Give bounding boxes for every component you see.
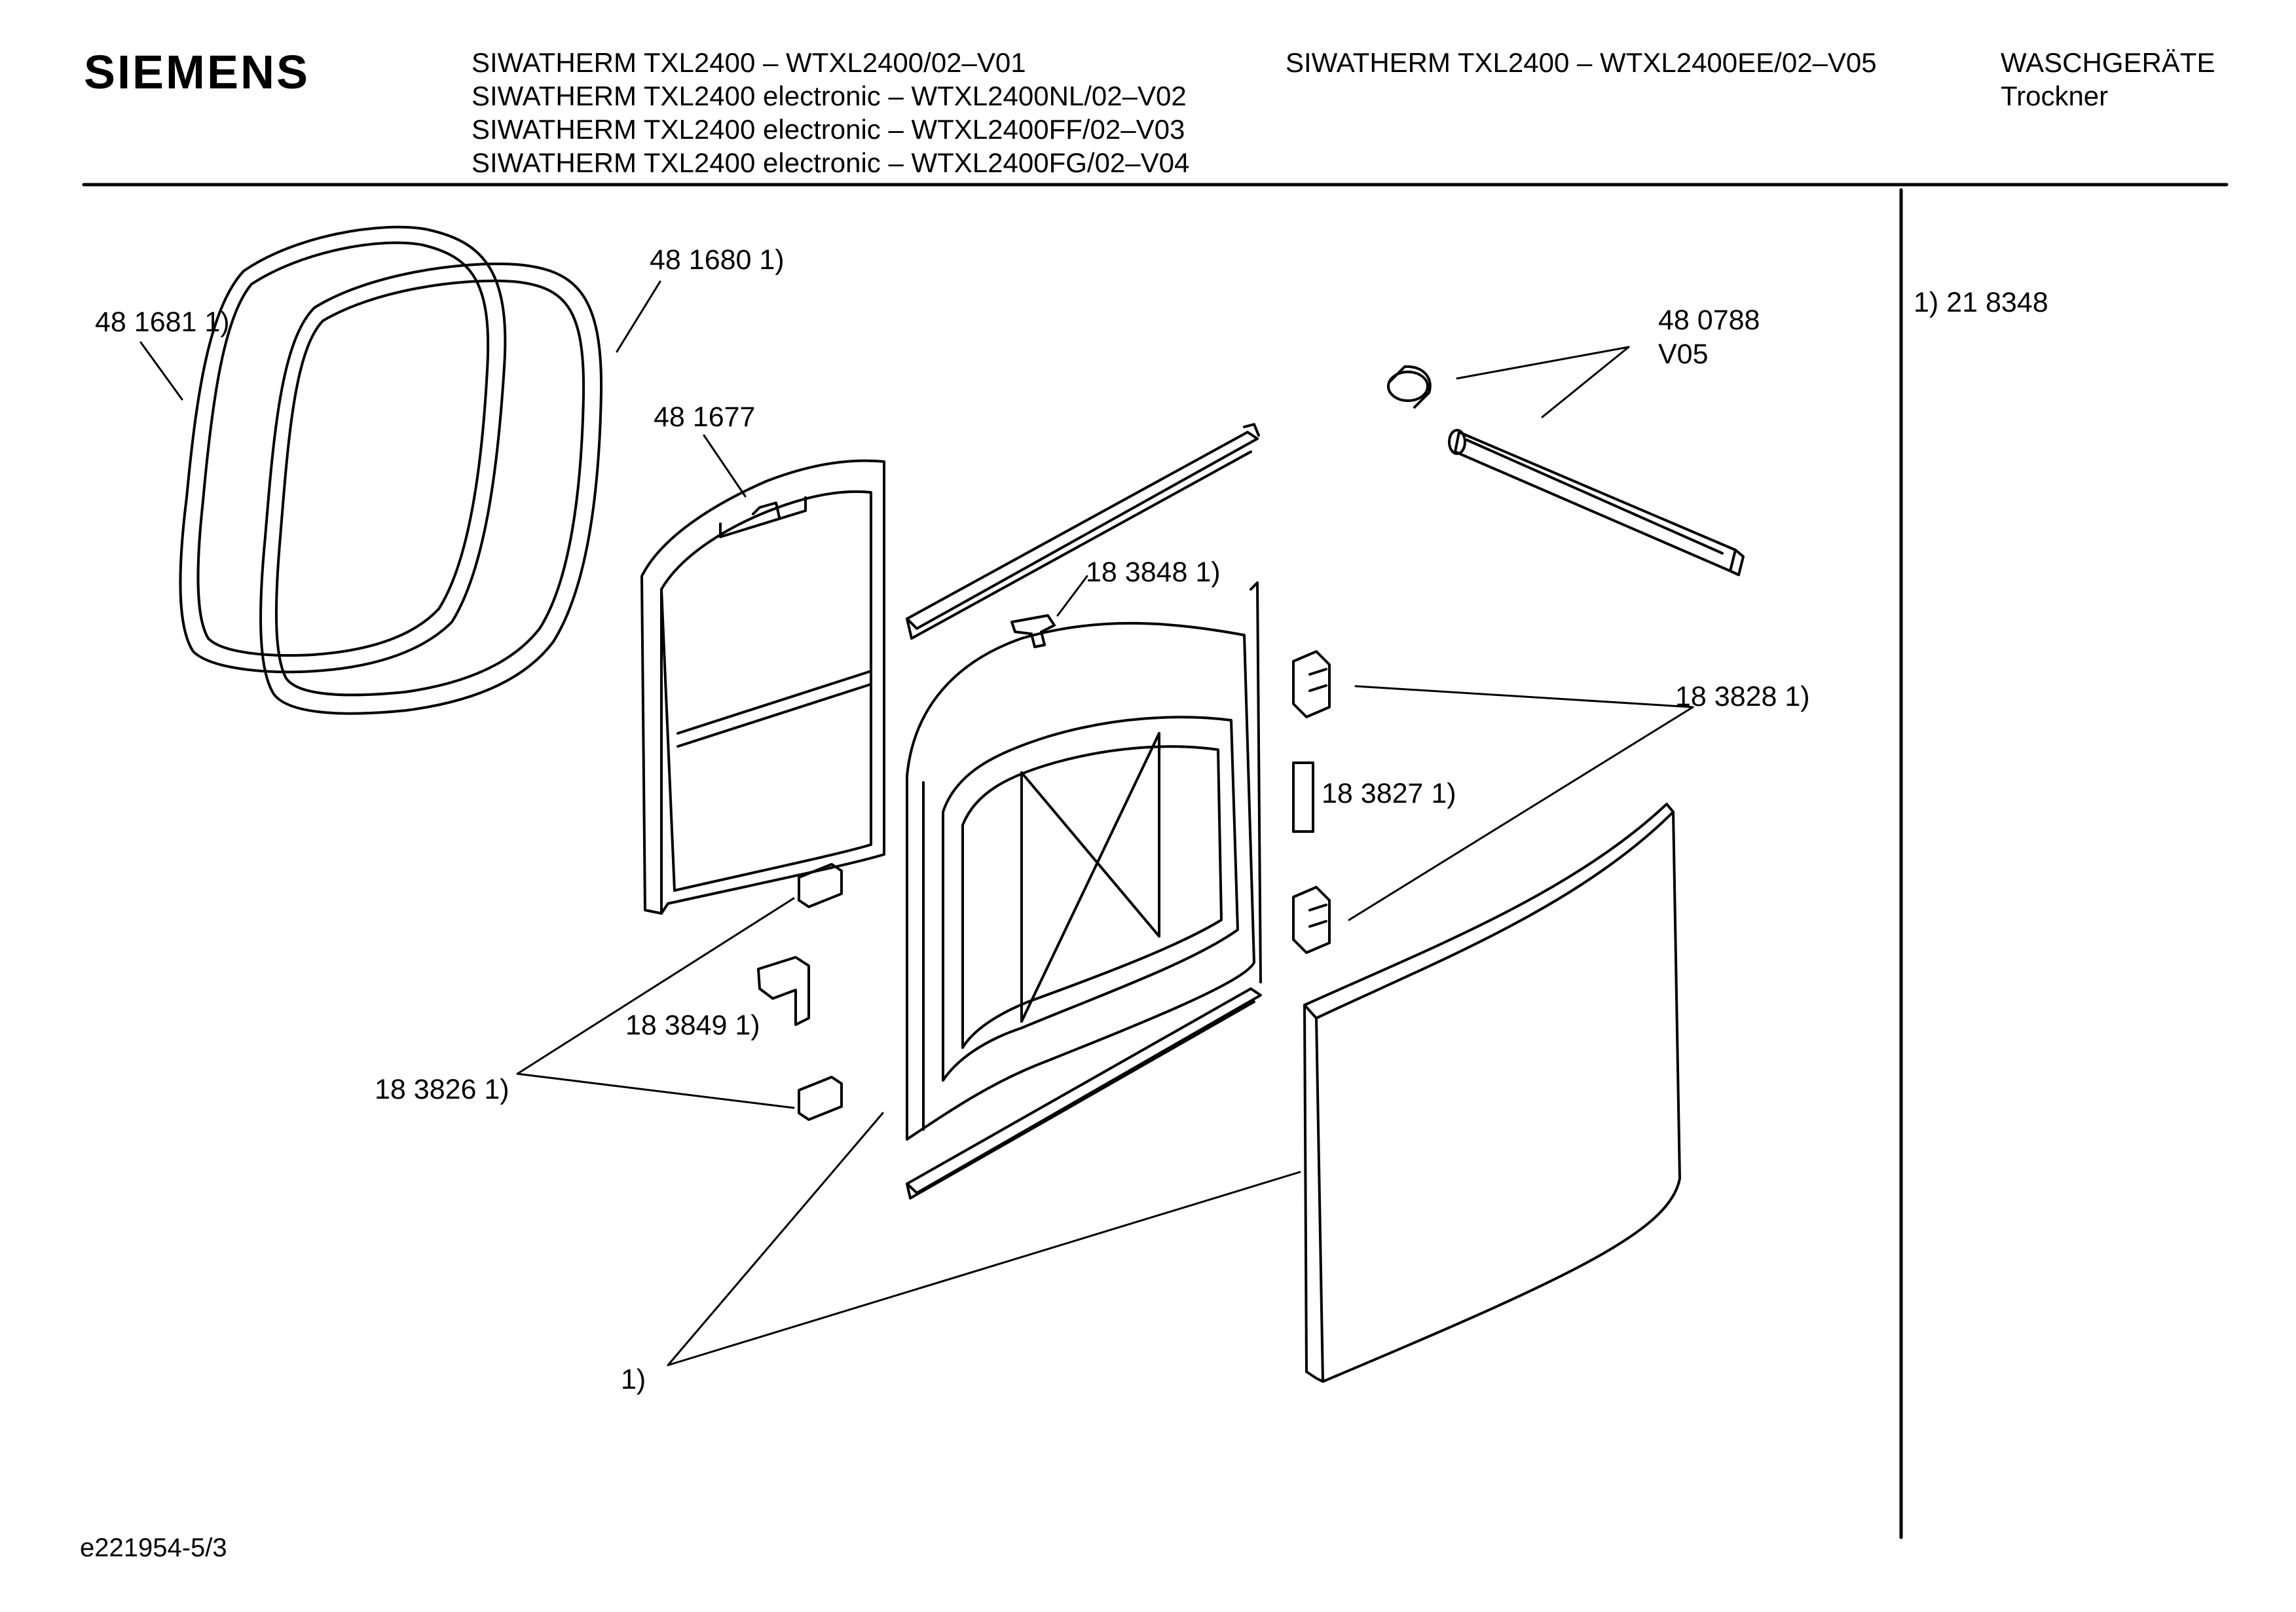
model-line-3: SIWATHERM TXL2400 electronic – WTXL2400F… — [472, 114, 1185, 145]
siemens-logo: SIEMENS — [84, 46, 310, 99]
side-note-footnote: 1) 21 8348 — [1914, 287, 2048, 318]
clip-183826-upper — [798, 863, 843, 908]
outer-door-panel — [1303, 803, 1681, 1383]
label-183826: 18 3826 1) — [375, 1074, 509, 1105]
top-trim-strip — [906, 423, 1260, 640]
door-gasket-481681 — [179, 225, 507, 674]
bracket-183849 — [757, 956, 810, 1026]
label-183849: 18 3849 1) — [625, 1010, 760, 1041]
label-481680: 48 1680 1) — [650, 244, 785, 276]
label-480788: 48 0788 — [1658, 304, 1760, 336]
model-line-5: SIWATHERM TXL2400 – WTXL2400EE/02–V05 — [1286, 47, 1877, 78]
label-183827: 18 3827 1) — [1322, 778, 1456, 809]
hinge-183828-lower — [1292, 886, 1331, 954]
spacer-183827 — [1292, 761, 1314, 833]
label-481677: 48 1677 — [654, 401, 756, 433]
clip-183826-lower — [798, 1076, 843, 1121]
inner-door-frame-481677 — [640, 459, 885, 915]
hose-480788 — [1387, 365, 1745, 576]
category-title: WASCHGERÄTE — [2001, 47, 2215, 78]
label-183848: 18 3848 1) — [1086, 557, 1221, 588]
model-line-2: SIWATHERM TXL2400 electronic – WTXL2400N… — [472, 81, 1187, 111]
label-v05: V05 — [1658, 339, 1709, 370]
latch-183848 — [1010, 614, 1056, 648]
category-subtitle: Trockner — [2001, 81, 2109, 111]
model-line-4: SIWATHERM TXL2400 electronic – WTXL2400F… — [472, 147, 1190, 178]
label-footnote-ref: 1) — [621, 1364, 646, 1395]
door-gasket-481680 — [259, 263, 603, 715]
door-inner-panel — [906, 581, 1262, 1141]
model-line-1: SIWATHERM TXL2400 – WTXL2400/02–V01 — [472, 47, 1026, 78]
label-183828: 18 3828 1) — [1675, 681, 1810, 712]
drawing-id: e221954-5/3 — [80, 1533, 227, 1562]
leader-lines — [139, 280, 1694, 1366]
bottom-trim-strip — [906, 987, 1262, 1200]
hinge-183828-upper — [1292, 650, 1331, 718]
label-481681: 48 1681 1) — [95, 306, 230, 338]
